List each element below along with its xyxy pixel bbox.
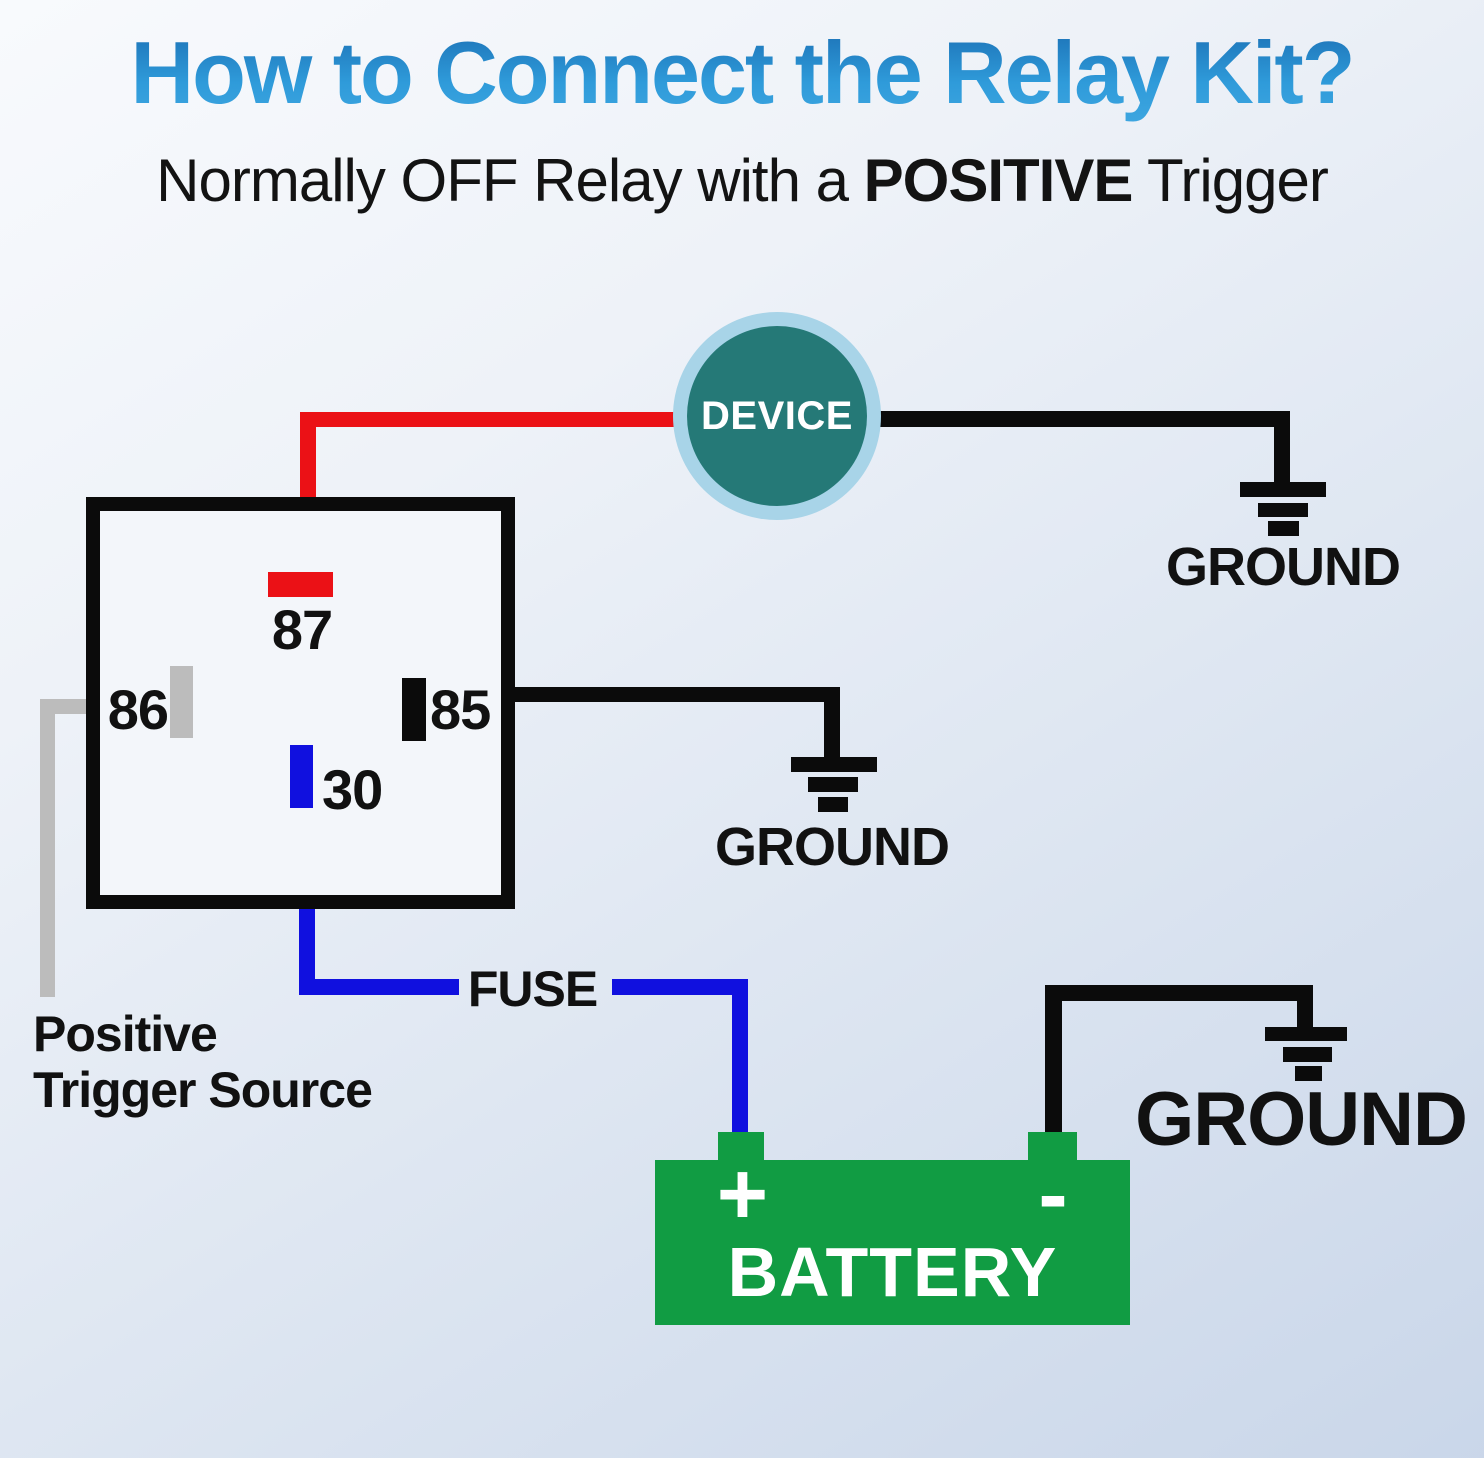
relay-pin-87 [268, 572, 333, 597]
wire-red-horizontal [300, 412, 680, 427]
device-label: DEVICE [701, 393, 853, 438]
ground-symbol-battery-bar2 [1283, 1047, 1332, 1062]
ground-symbol-device-bar3 [1268, 521, 1299, 536]
device-node: DEVICE [687, 326, 867, 506]
ground-label-battery: GROUND [1135, 1077, 1468, 1162]
ground-symbol-battery-bar3 [1295, 1066, 1322, 1081]
relay-pin-85-label: 85 [430, 678, 491, 741]
subtitle-prefix: Normally OFF Relay with a [156, 147, 864, 214]
bottom-margin-strip [0, 1458, 1484, 1484]
ground-symbol-relay-bar2 [808, 777, 858, 792]
subtitle-suffix: Trigger [1132, 147, 1329, 214]
page-title: How to Connect the Relay Kit? [0, 22, 1484, 124]
wire-battery-ground-vertical1 [1045, 985, 1062, 1132]
ground-symbol-relay-bar1 [791, 757, 877, 772]
relay-pin-86-label: 86 [107, 678, 169, 741]
wire-85-ground-vertical [824, 687, 840, 757]
ground-symbol-device-bar2 [1258, 503, 1308, 517]
wire-device-ground-vertical [1274, 411, 1290, 486]
wire-battery-ground-horizontal [1045, 985, 1313, 1001]
relay-pin-87-label: 87 [271, 598, 333, 661]
trigger-label-line2: Trigger Source [33, 1062, 373, 1118]
battery-body [655, 1160, 1130, 1325]
battery-plus-sign: + [716, 1144, 769, 1243]
battery-terminal-negative [1028, 1132, 1077, 1162]
relay-pin-30 [290, 745, 313, 808]
wire-trigger-vertical [40, 699, 55, 997]
relay-pin-30-label: 30 [322, 758, 383, 821]
wire-fuse-left [299, 979, 459, 995]
wire-battery-ground-vertical2 [1297, 998, 1313, 1030]
wire-85-ground-horizontal [508, 687, 840, 702]
ground-label-device: GROUND [1166, 537, 1401, 597]
fuse-label: FUSE [467, 961, 598, 1017]
wire-battery-positive-vertical [732, 979, 748, 1134]
ground-label-relay: GROUND [715, 817, 950, 877]
battery-terminal-positive [718, 1132, 764, 1162]
ground-symbol-battery-bar1 [1265, 1027, 1347, 1041]
wire-red-vertical [300, 414, 316, 504]
relay-pin-85 [402, 678, 426, 741]
relay-pin-86 [170, 666, 193, 738]
wire-fuse-right [612, 979, 748, 995]
ground-symbol-relay-bar3 [818, 797, 848, 812]
ground-symbol-device-bar1 [1240, 482, 1326, 497]
page-subtitle: Normally OFF Relay with a POSITIVE Trigg… [0, 146, 1484, 215]
battery-minus-sign: - [1038, 1144, 1068, 1243]
wire-device-ground-horizontal [874, 411, 1288, 427]
relay-box [86, 497, 515, 909]
subtitle-emphasis: POSITIVE [863, 147, 1134, 214]
battery-label: BATTERY [727, 1233, 1058, 1311]
positive-trigger-source-label: Positive Trigger Source [33, 1006, 453, 1118]
wire-30-vertical [299, 895, 315, 995]
trigger-label-line1: Positive [33, 1006, 218, 1062]
